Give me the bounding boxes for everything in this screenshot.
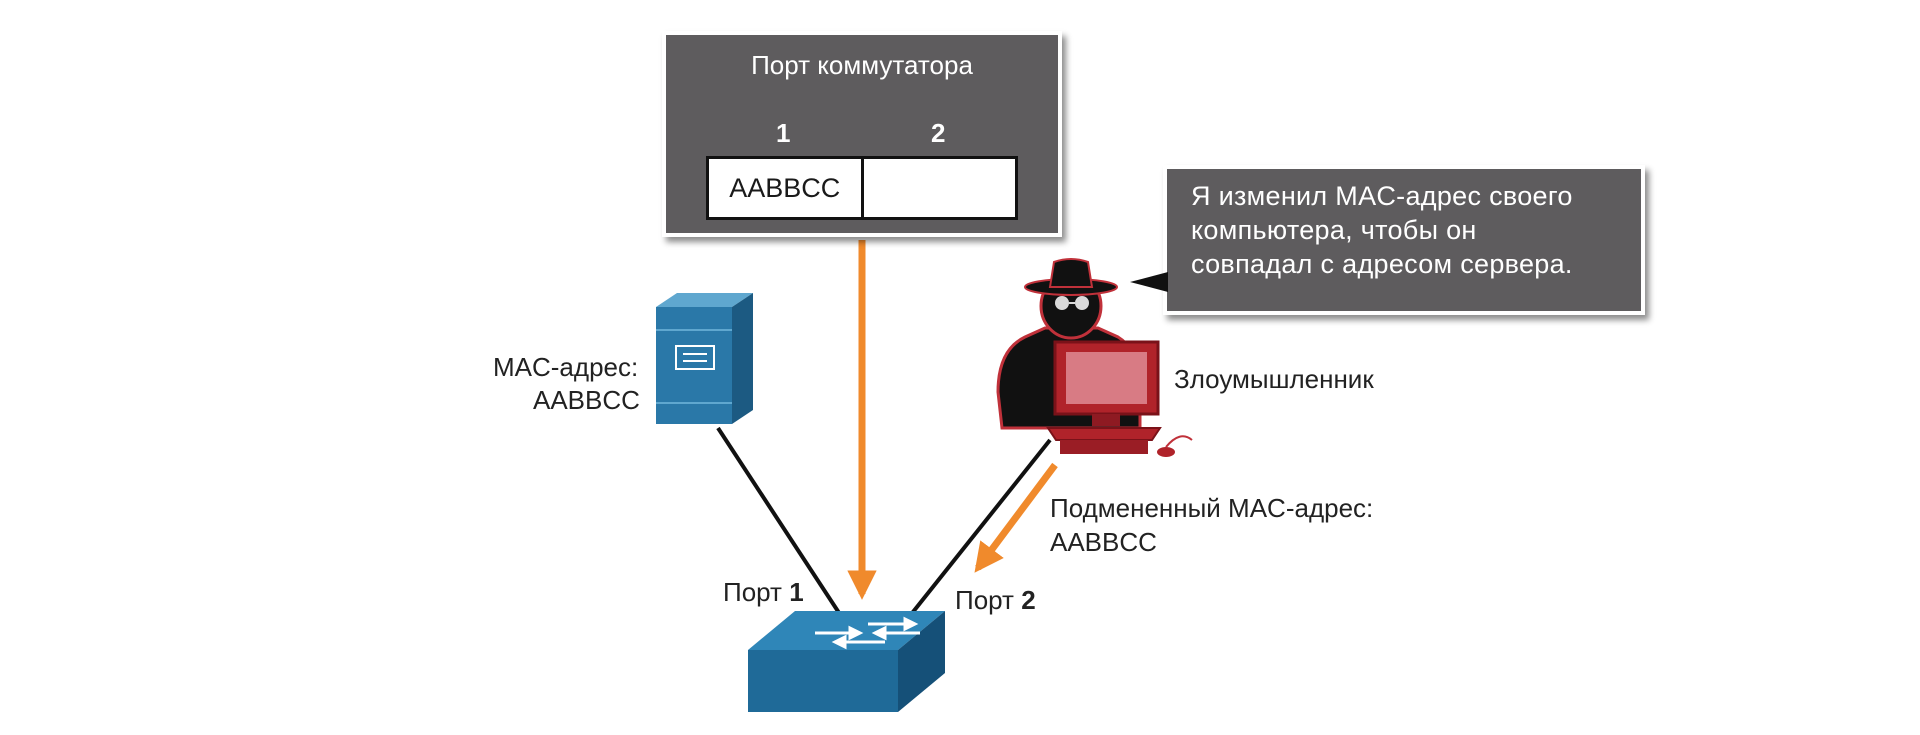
- port-1-word: Порт: [723, 577, 782, 607]
- speech-line-3: совпадал с адресом сервера.: [1191, 249, 1573, 279]
- port-table: AABBCC: [706, 156, 1018, 220]
- server-mac-label: MAC-адрес:: [493, 352, 639, 382]
- spoofed-mac-label: Подмененный MAC-адрес:: [1050, 493, 1374, 523]
- switch-port-1-label: Порт 1: [723, 577, 804, 608]
- speech-line-2: компьютера, чтобы он: [1191, 215, 1477, 245]
- port-2-mac-cell: [860, 159, 1016, 217]
- port-1-number: 1: [789, 577, 804, 607]
- attacker-icon: [996, 258, 1193, 457]
- switch-port-table-panel: Порт коммутатора 1 2 AABBCC: [662, 31, 1062, 237]
- attacker-cable: [903, 438, 1052, 624]
- speech-bubble-pointer: [1130, 272, 1168, 292]
- server-cable: [716, 426, 847, 624]
- switch-port-2-label: Порт 2: [955, 585, 1036, 616]
- port-1-mac-cell: AABBCC: [729, 172, 841, 203]
- speech-line-1: Я изменил MAC-адрес своего: [1191, 181, 1573, 211]
- port-2-number: 2: [1021, 585, 1036, 615]
- server-icon: [656, 293, 753, 424]
- port-column-1-header: 1: [776, 118, 791, 148]
- attacker-speech-bubble: Я изменил MAC-адрес своего компьютера, ч…: [1163, 165, 1645, 315]
- spoofed-mac-value: AABBCC: [1050, 527, 1157, 557]
- spoof-arrow: [974, 462, 1058, 573]
- server-mac-value: AABBCC: [533, 385, 640, 415]
- switch-icon: [748, 611, 945, 712]
- attacker-label: Злоумышленник: [1174, 364, 1374, 394]
- port-2-word: Порт: [955, 585, 1014, 615]
- port-table-title: Порт коммутатора: [751, 50, 973, 80]
- port-column-2-header: 2: [931, 118, 946, 148]
